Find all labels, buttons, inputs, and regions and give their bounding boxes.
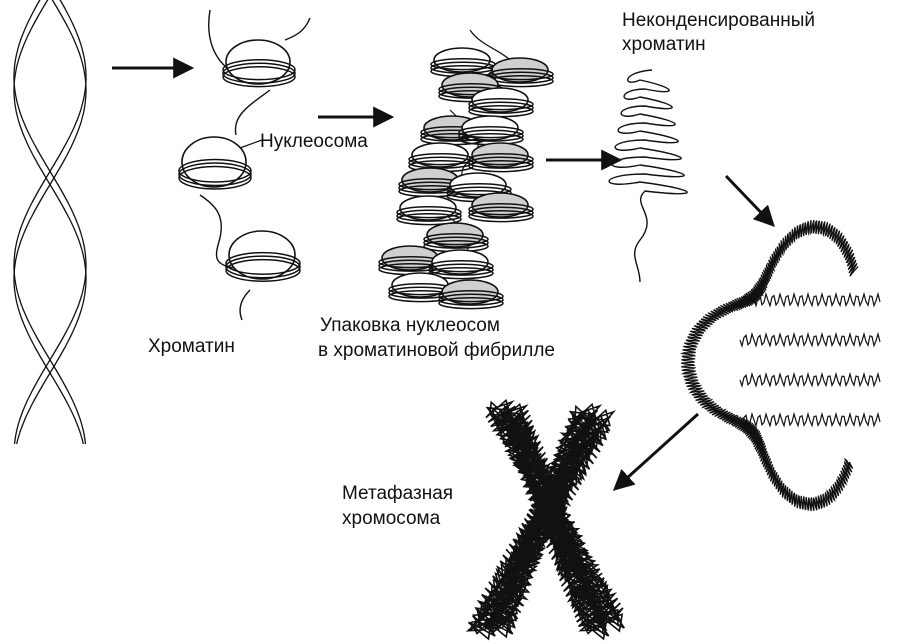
coiled-loop [739,291,881,309]
dna-wrap [468,156,534,169]
nucleosome [178,136,252,190]
coiled-loop [739,371,881,389]
nucleosome-pointer [239,139,263,149]
nucleosome [396,195,462,226]
chromatin-nucleosome-string [178,9,311,321]
dna-strand [13,0,87,445]
nucleosome [430,47,496,78]
dna-wrap [438,297,504,310]
dna-wrap [396,213,462,226]
dna-wrap [396,209,462,222]
coiled-loop [739,411,881,429]
metaphase-label-line1: Метафазная [342,483,453,504]
coiled-loop [739,331,881,349]
nucleosome [468,87,534,118]
uncondensed-chromatin-wave [608,69,688,283]
metaphase-label-line2: хромосома [342,508,441,529]
dna-wrap [488,68,554,81]
histone-core [181,136,247,188]
dna-wrap [468,203,534,216]
dna-wrap [225,255,301,279]
histone-core [225,39,291,85]
dna-wrap [428,263,494,276]
nucleosome [468,192,534,223]
nucleosome [446,172,512,203]
nucleosome [428,249,494,280]
dna-wrap [468,153,534,166]
dna-strand [13,0,87,445]
dna-wrap [178,162,252,187]
dna-wrap [225,258,301,282]
arrow-uncondensed-to-loops [724,174,775,228]
dna-wrap [468,98,534,111]
nucleosome [423,222,489,253]
dna-wrap [468,210,534,223]
dna-double-helix [13,0,87,445]
metaphase-chromosome [465,398,625,641]
dna-wrap [178,165,252,190]
dna-wrap [222,66,296,88]
nucleosome [468,142,534,173]
condensed-chromatin-loops [679,219,881,512]
dna-wrap [408,156,474,169]
dna-wrap [438,293,504,306]
dna-wrap [468,160,534,173]
dna-wrap [222,62,296,84]
nucleosome-packed-fibril [378,29,554,310]
uncondensed-label-line1: Неконденсированный [622,10,815,31]
dna-wrap [468,101,534,114]
nucleosome [408,142,474,173]
dna-wrap [178,158,252,183]
dna-wrap [225,251,301,275]
uncondensed-label-line2: хроматин [622,34,706,55]
packing-label-line1: Упаковка нуклеосом [320,315,500,336]
nucleosome [458,115,524,146]
dna-strand [13,0,87,445]
histone-core [228,230,296,280]
packing-label-line2: в хроматиновой фибрилле [318,340,555,361]
dna-wrap [423,236,489,249]
nucleosome [488,57,554,88]
dna-wrap [222,59,296,81]
dna-wrap [458,129,524,142]
arrow-loops-to-chromosome [612,412,700,491]
dna-strand [13,0,87,445]
chromatid-arm [483,402,603,639]
dna-wrap [423,233,489,246]
dna-wrap [468,206,534,219]
nucleosome [225,230,301,282]
linker-dna [199,9,271,321]
nucleosome [438,279,504,310]
dna-wrap [458,126,524,139]
dna-wrap [428,260,494,273]
linker-dna [284,17,311,41]
dna-wrap [446,183,512,196]
nucleosome-label: Нуклеосома [260,131,368,152]
chromatin-label: Хроматин [148,336,235,357]
dna-wrap [396,206,462,219]
dna-wrap [438,290,504,303]
nucleosome [222,39,296,88]
coiled-fiber [679,219,859,512]
